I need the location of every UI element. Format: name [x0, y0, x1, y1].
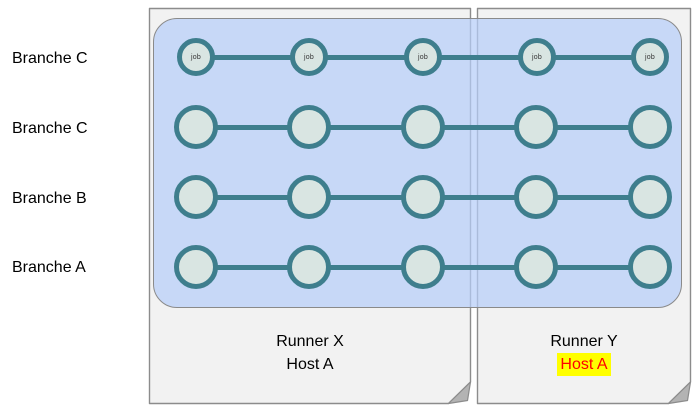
job-node-label: job	[532, 53, 542, 61]
runner-x-host: Host A	[286, 356, 334, 373]
runner-y-caption: Runner Y Host A	[477, 330, 691, 376]
job-node-label: job	[645, 53, 655, 61]
job-node	[514, 105, 558, 149]
job-node	[514, 245, 558, 289]
branch-label: Branche B	[12, 190, 87, 207]
runner-y-name: Runner Y	[550, 333, 618, 350]
job-node	[174, 175, 218, 219]
job-node-label: job	[191, 53, 201, 61]
runner-y-host-highlighted: Host A	[557, 353, 611, 376]
job-node	[628, 105, 672, 149]
branch-label: Branche A	[12, 259, 86, 276]
job-node	[287, 245, 331, 289]
job-node: job	[290, 38, 328, 76]
job-node	[401, 105, 445, 149]
job-node	[174, 245, 218, 289]
runner-y-note-fold-icon	[667, 381, 692, 405]
job-node	[628, 175, 672, 219]
job-node: job	[518, 38, 556, 76]
job-node	[401, 245, 445, 289]
branch-label: Branche C	[12, 50, 88, 67]
runner-x-note-fold-icon	[447, 381, 472, 405]
job-node	[174, 105, 218, 149]
job-node	[287, 105, 331, 149]
job-node: job	[404, 38, 442, 76]
runner-x-name: Runner X	[276, 333, 344, 350]
job-node-label: job	[418, 53, 428, 61]
branch-label: Branche C	[12, 120, 88, 137]
job-node: job	[177, 38, 215, 76]
job-node	[628, 245, 672, 289]
job-node	[287, 175, 331, 219]
job-node	[401, 175, 445, 219]
job-node-label: job	[304, 53, 314, 61]
job-node	[514, 175, 558, 219]
runner-x-caption: Runner X Host A	[149, 330, 471, 376]
job-node: job	[631, 38, 669, 76]
